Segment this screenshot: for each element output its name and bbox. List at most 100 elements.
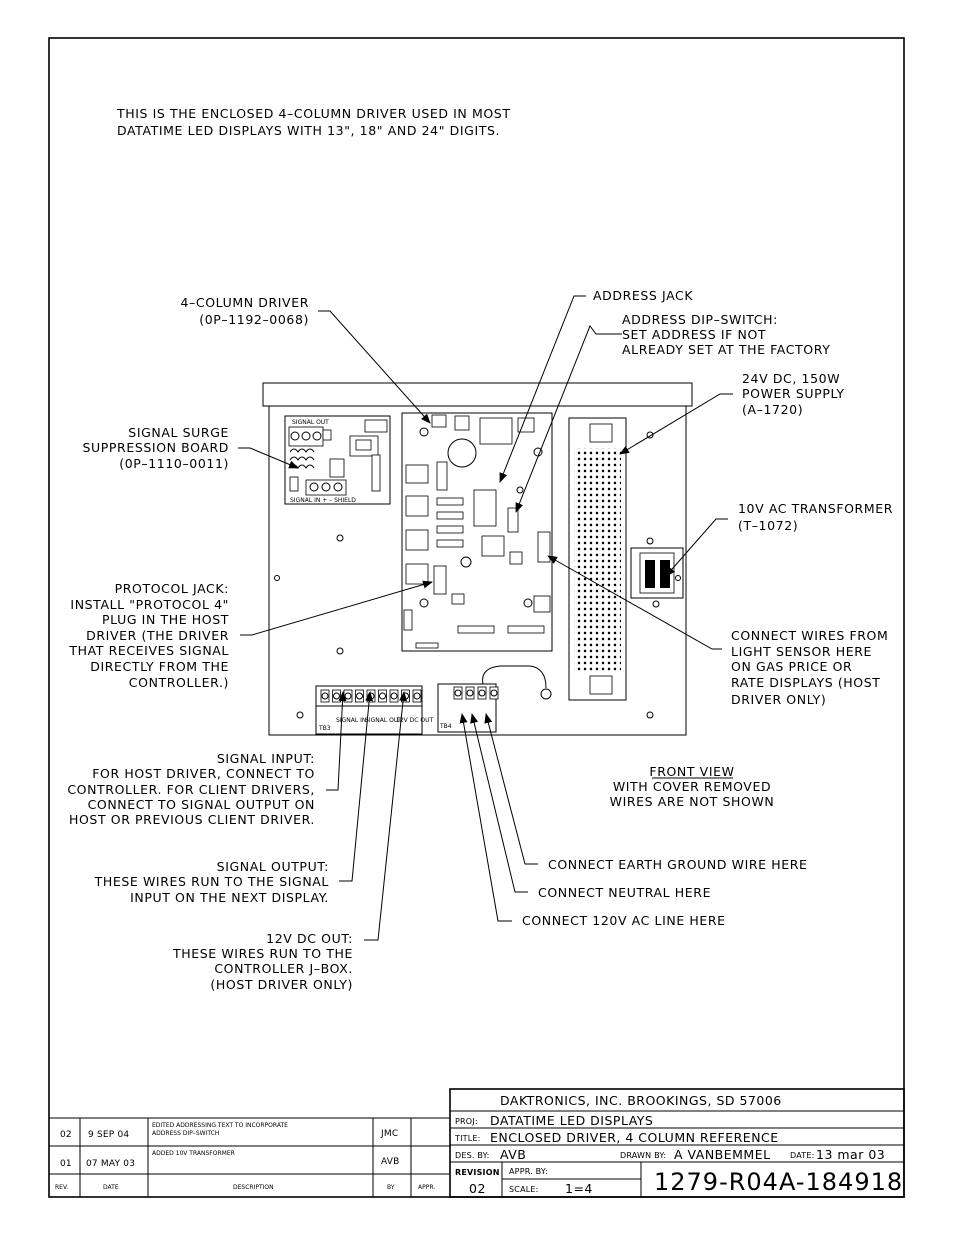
- svg-text:DRIVER (THE DRIVER: DRIVER (THE DRIVER: [86, 628, 229, 643]
- svg-text:ON GAS PRICE OR: ON GAS PRICE OR: [731, 659, 852, 674]
- svg-text:SUPPRESSION BOARD: SUPPRESSION BOARD: [83, 440, 230, 455]
- svg-text:ADDRESS DIP–SWITCH: ADDRESS DIP–SWITCH: [152, 1130, 219, 1137]
- terminal-block-tb3: TB3 SIGNAL IN SIGNAL OUT 12V DC OUT: [315, 685, 433, 735]
- svg-text:LIGHT SENSOR HERE: LIGHT SENSOR HERE: [731, 644, 872, 659]
- surge-top-label: SIGNAL OUT: [292, 419, 329, 426]
- tb3-sig-out: SIGNAL OUT: [365, 717, 402, 724]
- svg-text:PROJ:: PROJ:: [455, 1117, 478, 1126]
- svg-text:FRONT VIEW: FRONT VIEW: [649, 764, 734, 779]
- callout-neutral: CONNECT NEUTRAL HERE: [538, 885, 711, 900]
- terminal-screw: [412, 689, 422, 703]
- svg-text:REV.: REV.: [55, 1184, 68, 1191]
- svg-text:SIGNAL SURGE: SIGNAL SURGE: [128, 425, 229, 440]
- tb3-sig-in: SIGNAL IN: [336, 717, 366, 724]
- svg-text:APPR. BY:: APPR. BY:: [509, 1167, 548, 1176]
- terminal-screw-head: [490, 689, 498, 697]
- svg-text:INSTALL "PROTOCOL 4": INSTALL "PROTOCOL 4": [70, 597, 229, 612]
- revision-table: 02 9 SEP 04 EDITED ADDRESSING TEXT TO IN…: [48, 1117, 451, 1198]
- intro-line-2: DATATIME LED DISPLAYS WITH 13", 18" AND …: [117, 123, 500, 138]
- svg-text:ADDRESS JACK: ADDRESS JACK: [593, 288, 693, 303]
- svg-text:9 SEP 04: 9 SEP 04: [88, 1130, 129, 1140]
- svg-text:DATE:: DATE:: [790, 1151, 815, 1160]
- svg-text:PROTOCOL JACK:: PROTOCOL JACK:: [115, 581, 229, 596]
- power-supply: [568, 417, 627, 701]
- terminal-screw-head: [321, 692, 329, 700]
- callout-dip-switch: ADDRESS DIP–SWITCH: SET ADDRESS IF NOT A…: [622, 312, 830, 357]
- drawing-number: 1279-R04A-184918: [654, 1168, 903, 1196]
- intro-line-1: THIS IS THE ENCLOSED 4–COLUMN DRIVER USE…: [116, 106, 511, 121]
- svg-text:EDITED ADDRESSING TEXT TO INCO: EDITED ADDRESSING TEXT TO INCORPORATE: [152, 1122, 288, 1129]
- svg-text:SIGNAL OUTPUT:: SIGNAL OUTPUT:: [217, 859, 329, 874]
- svg-text:THESE WIRES RUN TO THE SIGNAL: THESE WIRES RUN TO THE SIGNAL: [94, 874, 329, 889]
- svg-text:WIRES ARE NOT SHOWN: WIRES ARE NOT SHOWN: [610, 794, 775, 809]
- svg-text:HOST OR PREVIOUS CLIENT DRIVER: HOST OR PREVIOUS CLIENT DRIVER.: [69, 812, 315, 827]
- tb3-label: TB3: [318, 725, 331, 732]
- svg-text:RATE DISPLAYS (HOST: RATE DISPLAYS (HOST: [731, 675, 881, 690]
- terminal-screw: [389, 689, 399, 703]
- title-block: DAKTRONICS, INC. BROOKINGS, SD 57006 PRO…: [449, 1088, 905, 1198]
- callout-dc-out: 12V DC OUT: THESE WIRES RUN TO THE CONTR…: [172, 931, 353, 992]
- svg-text:01: 01: [60, 1159, 72, 1169]
- svg-text:CONTROLLER J–BOX.: CONTROLLER J–BOX.: [214, 961, 353, 976]
- surge-suppression-board: SIGNAL OUT SIGNAL IN + – SHIELD: [284, 415, 391, 505]
- svg-text:02: 02: [60, 1130, 72, 1140]
- svg-text:(0P–1192–0068): (0P–1192–0068): [199, 312, 309, 327]
- svg-text:TITLE:: TITLE:: [454, 1134, 481, 1143]
- svg-text:PLUG IN THE HOST: PLUG IN THE HOST: [102, 612, 229, 627]
- svg-text:CONTROLLER.): CONTROLLER.): [129, 675, 229, 690]
- svg-text:WITH COVER REMOVED: WITH COVER REMOVED: [613, 779, 771, 794]
- callout-signal-output: SIGNAL OUTPUT: THESE WIRES RUN TO THE SI…: [94, 859, 329, 905]
- svg-text:SET ADDRESS IF NOT: SET ADDRESS IF NOT: [622, 327, 766, 342]
- callout-transformer: 10V AC TRANSFORMER (T–1072): [738, 501, 893, 533]
- svg-text:4–COLUMN DRIVER: 4–COLUMN DRIVER: [180, 295, 309, 310]
- svg-text:THAT RECEIVES SIGNAL: THAT RECEIVES SIGNAL: [68, 643, 229, 658]
- revision-header: REV. DATE DESCRIPTION BY APPR.: [55, 1184, 435, 1191]
- svg-text:(0P–1110–0011): (0P–1110–0011): [119, 456, 229, 471]
- svg-text:(T–1072): (T–1072): [738, 518, 798, 533]
- svg-text:(HOST DRIVER ONLY): (HOST DRIVER ONLY): [210, 977, 353, 992]
- svg-text:DATE: DATE: [103, 1184, 119, 1191]
- callout-driver: 4–COLUMN DRIVER (0P–1192–0068): [180, 295, 309, 327]
- terminal-screw-head: [379, 692, 386, 700]
- callout-protocol-jack: PROTOCOL JACK: INSTALL "PROTOCOL 4" PLUG…: [68, 581, 229, 690]
- svg-text:FOR HOST DRIVER, CONNECT TO: FOR HOST DRIVER, CONNECT TO: [92, 766, 315, 781]
- svg-text:INPUT ON THE NEXT DISPLAY.: INPUT ON THE NEXT DISPLAY.: [130, 890, 329, 905]
- svg-text:10V AC TRANSFORMER: 10V AC TRANSFORMER: [738, 501, 893, 516]
- terminal-screw: [465, 686, 475, 700]
- svg-text:SIGNAL INPUT:: SIGNAL INPUT:: [217, 751, 315, 766]
- svg-text:CONNECT TO SIGNAL OUTPUT ON: CONNECT TO SIGNAL OUTPUT ON: [88, 797, 315, 812]
- terminal-block-tb4: TB4: [437, 665, 552, 733]
- terminal-screw: [320, 689, 330, 703]
- project-text: DATATIME LED DISPLAYS: [490, 1113, 653, 1128]
- svg-text:CONTROLLER. FOR CLIENT DRIVER: CONTROLLER. FOR CLIENT DRIVERS,: [67, 782, 315, 797]
- transformer: [630, 547, 684, 608]
- callout-light-sensor: CONNECT WIRES FROM LIGHT SENSOR HERE ON …: [731, 628, 888, 707]
- revision-row: 02 9 SEP 04 EDITED ADDRESSING TEXT TO IN…: [60, 1122, 398, 1140]
- terminal-screw: [489, 686, 499, 700]
- svg-text:THESE WIRES RUN TO THE: THESE WIRES RUN TO THE: [172, 946, 353, 961]
- driver-board: [401, 412, 553, 652]
- svg-text:DES. BY:: DES. BY:: [455, 1151, 490, 1160]
- svg-text:DIRECTLY FROM THE: DIRECTLY FROM THE: [90, 659, 229, 674]
- svg-text:AVB: AVB: [381, 1157, 400, 1167]
- terminal-screw: [477, 686, 487, 700]
- svg-text:24V DC, 150W: 24V DC, 150W: [742, 371, 840, 386]
- svg-text:ADDRESS DIP–SWITCH:: ADDRESS DIP–SWITCH:: [622, 312, 778, 327]
- svg-text:JMC: JMC: [380, 1129, 398, 1139]
- svg-text:02: 02: [469, 1181, 486, 1196]
- title-text: ENCLOSED DRIVER, 4 COLUMN REFERENCE: [490, 1130, 779, 1145]
- terminal-screw: [453, 686, 463, 700]
- callout-line: CONNECT 120V AC LINE HERE: [522, 913, 726, 928]
- svg-text:07 MAY 03: 07 MAY 03: [86, 1159, 135, 1169]
- svg-text:DESCRIPTION: DESCRIPTION: [233, 1184, 274, 1191]
- tb4-label: TB4: [439, 723, 452, 730]
- callout-earth: CONNECT EARTH GROUND WIRE HERE: [548, 857, 808, 872]
- svg-text:CONNECT WIRES FROM: CONNECT WIRES FROM: [731, 628, 888, 643]
- svg-text:POWER SUPPLY: POWER SUPPLY: [742, 386, 845, 401]
- terminal-screw: [355, 689, 364, 703]
- tb3-dc-out: 12V DC OUT: [396, 717, 433, 724]
- callout-signal-input: SIGNAL INPUT: FOR HOST DRIVER, CONNECT T…: [67, 751, 315, 827]
- svg-text:13 mar 03: 13 mar 03: [816, 1147, 885, 1162]
- terminal-screw-head: [356, 692, 363, 700]
- svg-text:REVISION: REVISION: [455, 1168, 500, 1177]
